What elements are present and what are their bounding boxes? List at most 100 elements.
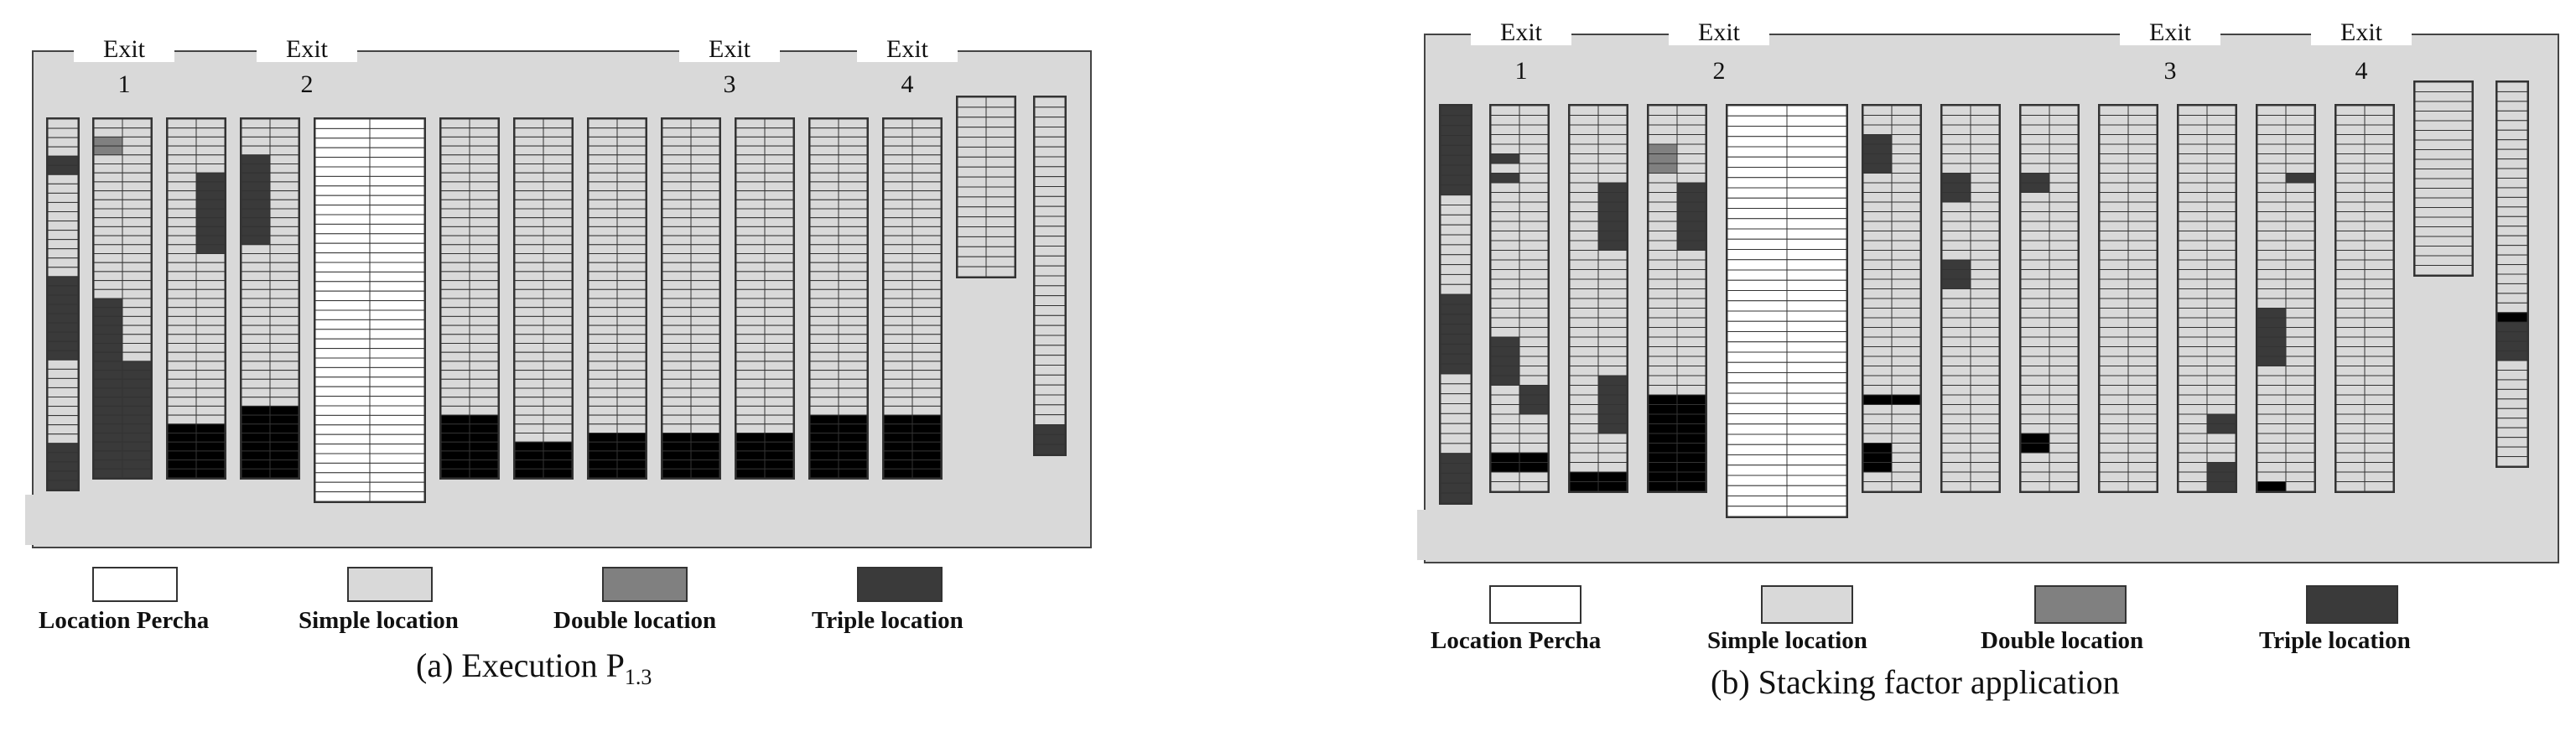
rack-slot bbox=[2127, 278, 2157, 289]
rack-slot bbox=[1441, 195, 1471, 206]
rack-slot bbox=[1519, 366, 1548, 376]
rack-slot bbox=[2285, 182, 2314, 193]
rack-slot bbox=[2364, 317, 2393, 328]
rack-slot bbox=[1891, 423, 1920, 434]
rack-slot bbox=[1649, 240, 1678, 251]
rack-slot bbox=[1597, 356, 1627, 366]
exit-number: 1 bbox=[117, 70, 131, 98]
rack-slot bbox=[1441, 154, 1471, 166]
rack-slot bbox=[1786, 249, 1846, 261]
rack-slot bbox=[1441, 453, 1471, 465]
rack-slot bbox=[1676, 375, 1706, 386]
rack-slot bbox=[2364, 278, 2393, 289]
rack-slot bbox=[2127, 385, 2157, 396]
rack-slot bbox=[2364, 385, 2393, 396]
rack-slot bbox=[1570, 375, 1599, 386]
storage-rack bbox=[2334, 104, 2395, 493]
rack-slot bbox=[2206, 298, 2236, 309]
rack-slot bbox=[1597, 173, 1627, 184]
rack-slot bbox=[1597, 433, 1627, 444]
rack-slot bbox=[1441, 363, 1471, 375]
rack-slot bbox=[1597, 221, 1627, 231]
rack-slot bbox=[1570, 182, 1599, 193]
rack-slot bbox=[1597, 346, 1627, 357]
rack-slot bbox=[1649, 124, 1678, 135]
rack-slot bbox=[2100, 317, 2129, 328]
rack-slot bbox=[2179, 385, 2208, 396]
rack-slot bbox=[1942, 443, 1971, 454]
rack-slot bbox=[2415, 101, 2472, 112]
rack-slot bbox=[2206, 231, 2236, 241]
rack-slot bbox=[1942, 259, 1971, 270]
rack-slot bbox=[2285, 346, 2314, 357]
rack-slot bbox=[2257, 173, 2287, 184]
rack-slot bbox=[2127, 211, 2157, 222]
rack-slot bbox=[1891, 288, 1920, 299]
rack-slot bbox=[2021, 182, 2050, 193]
rack-slot bbox=[1519, 173, 1548, 184]
rack-slot bbox=[2415, 178, 2472, 189]
rack-slot bbox=[2336, 423, 2366, 434]
rack-slot bbox=[1649, 317, 1678, 328]
rack-slot bbox=[1597, 366, 1627, 376]
rack-slot bbox=[1519, 346, 1548, 357]
rack-slot bbox=[1491, 404, 1520, 415]
rack-slot bbox=[2021, 404, 2050, 415]
rack-slot bbox=[1491, 423, 1520, 434]
rack-slot bbox=[1863, 481, 1893, 491]
rack-slot bbox=[2127, 298, 2157, 309]
rack-slot bbox=[2127, 394, 2157, 405]
rack-slot bbox=[1970, 394, 1999, 405]
rack-slot bbox=[2206, 308, 2236, 319]
rack-slot bbox=[2021, 106, 2050, 116]
rack-slot bbox=[1491, 173, 1520, 184]
rack-slot bbox=[1570, 346, 1599, 357]
rack-slot bbox=[2021, 124, 2050, 135]
rack-slot bbox=[2021, 327, 2050, 338]
rack-slot bbox=[2415, 216, 2472, 227]
rack-slot bbox=[2049, 336, 2078, 347]
rack-slot bbox=[2127, 182, 2157, 193]
rack-slot bbox=[2021, 143, 2050, 154]
rack-slot bbox=[1942, 346, 1971, 357]
rack-slot bbox=[2049, 259, 2078, 270]
rack-slot bbox=[1970, 336, 1999, 347]
storage-rack bbox=[587, 117, 647, 480]
rack-slot bbox=[2285, 240, 2314, 251]
rack-slot bbox=[1786, 106, 1846, 117]
rack-slot bbox=[2364, 182, 2393, 193]
rack-slot bbox=[1891, 308, 1920, 319]
rack-slot bbox=[2100, 336, 2129, 347]
rack-slot bbox=[1942, 471, 1971, 482]
rack-slot bbox=[2049, 413, 2078, 424]
rack-slot bbox=[1786, 361, 1846, 373]
rack-slot bbox=[1649, 288, 1678, 299]
legend-swatch-double-location bbox=[602, 567, 688, 602]
rack-slot bbox=[1863, 231, 1893, 241]
rack-slot bbox=[1570, 462, 1599, 473]
rack-slot bbox=[1649, 404, 1678, 415]
rack-slot bbox=[2285, 308, 2314, 319]
rack-slot bbox=[2127, 462, 2157, 473]
rack-slot bbox=[1942, 462, 1971, 473]
rack-slot bbox=[1863, 308, 1893, 319]
rack-slot bbox=[1786, 177, 1846, 189]
rack-slot bbox=[1970, 443, 1999, 454]
rack-slot bbox=[1519, 356, 1548, 366]
rack-slot bbox=[2336, 201, 2366, 212]
storage-rack bbox=[1726, 104, 1848, 518]
rack-slot bbox=[1597, 250, 1627, 261]
rack-slot bbox=[2497, 101, 2527, 112]
rack-slot bbox=[1942, 192, 1971, 203]
rack-slot bbox=[2021, 201, 2050, 212]
rack-slot bbox=[2364, 211, 2393, 222]
storage-rack bbox=[166, 117, 226, 480]
rack-slot bbox=[1942, 250, 1971, 261]
rack-slot bbox=[2285, 356, 2314, 366]
rack-slot bbox=[2100, 375, 2129, 386]
rack-slot bbox=[2415, 130, 2472, 141]
rack-slot bbox=[1570, 481, 1599, 491]
rack-slot bbox=[1786, 167, 1846, 179]
rack-slot bbox=[2206, 106, 2236, 116]
rack-slot bbox=[2285, 153, 2314, 164]
